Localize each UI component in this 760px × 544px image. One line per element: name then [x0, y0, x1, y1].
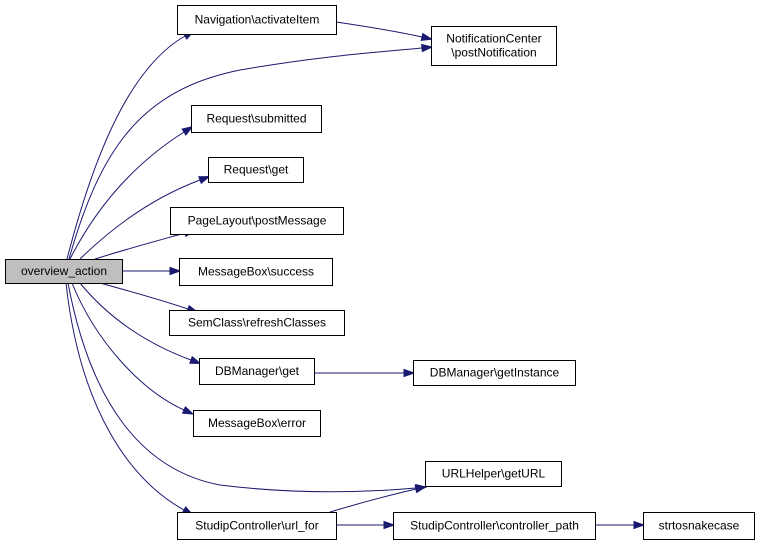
node-box	[170, 207, 344, 235]
node-nav-activate[interactable]: Navigation\activateItem	[177, 5, 337, 35]
node-box	[425, 461, 562, 487]
edge-line	[69, 131, 185, 260]
edge-overview-action-to-dbmanager-get	[79, 282, 202, 364]
node-strtosnake[interactable]: strtosnakecase	[643, 512, 755, 540]
node-box	[208, 157, 304, 183]
node-dbmanager-get[interactable]: DBManager\get	[199, 358, 315, 385]
node-label: Request\submitted	[206, 112, 306, 126]
node-box	[179, 258, 333, 286]
node-label: DBManager\get	[215, 364, 300, 378]
arrowhead-icon	[383, 520, 396, 530]
node-box	[177, 512, 337, 540]
arrowhead-icon	[414, 485, 428, 494]
node-req-submitted[interactable]: Request\submitted	[191, 105, 322, 133]
node-box	[191, 105, 322, 133]
node-label: SemClass\refreshClasses	[188, 316, 326, 330]
arrowhead-icon	[420, 32, 434, 41]
arrowhead-icon	[198, 175, 211, 185]
node-box	[169, 310, 345, 336]
arrowhead-icon	[169, 266, 182, 276]
node-label: URLHelper\getURL	[442, 467, 546, 481]
arrowhead-icon	[633, 520, 646, 530]
node-notif-post[interactable]: NotificationCenter\postNotification	[431, 26, 557, 66]
edge-line	[329, 488, 417, 513]
arrowhead-icon	[181, 405, 195, 415]
node-label: DBManager\getInstance	[430, 366, 560, 380]
arrowhead-icon	[403, 368, 416, 378]
node-box	[5, 259, 123, 284]
edge-nav-activate-to-notif-post	[335, 21, 434, 41]
node-label: StudipController\url_for	[195, 519, 318, 533]
node-box	[193, 410, 321, 437]
edge-overview-action-to-msgbox-success	[122, 266, 182, 276]
node-pagelayout-post[interactable]: PageLayout\postMessage	[170, 207, 344, 235]
node-dbmanager-instance[interactable]: DBManager\getInstance	[413, 360, 576, 386]
node-box	[177, 5, 337, 35]
node-box	[413, 360, 576, 386]
node-label: strtosnakecase	[659, 519, 740, 533]
node-label: Request\get	[224, 163, 289, 177]
node-semclass-refresh[interactable]: SemClass\refreshClasses	[169, 310, 345, 336]
edge-overview-action-to-req-get	[79, 175, 211, 260]
edge-studip-ctrlpath-to-strtosnake	[595, 520, 646, 530]
node-label: MessageBox\success	[198, 265, 314, 279]
edge-line	[99, 282, 189, 310]
edge-studip-urlfor-to-studip-ctrlpath	[336, 520, 396, 530]
node-msgbox-success[interactable]: MessageBox\success	[179, 258, 333, 286]
node-msgbox-error[interactable]: MessageBox\error	[193, 410, 321, 437]
node-box	[643, 512, 755, 540]
edges-layer	[65, 21, 646, 530]
edge-line	[68, 47, 423, 260]
arrowhead-icon	[189, 355, 202, 364]
edge-overview-action-to-req-submitted	[69, 125, 194, 260]
edge-line	[71, 282, 185, 411]
edge-line	[67, 282, 417, 493]
edge-line	[94, 232, 186, 260]
edge-line	[79, 179, 201, 260]
node-label: \postNotification	[451, 46, 536, 60]
node-studip-urlfor[interactable]: StudipController\url_for	[177, 512, 337, 540]
edge-overview-action-to-notif-post	[68, 43, 434, 260]
node-req-get[interactable]: Request\get	[208, 157, 304, 183]
edge-overview-action-to-msgbox-error	[71, 282, 195, 415]
edge-line	[65, 282, 185, 511]
edge-overview-action-to-semclass-refresh	[99, 282, 199, 313]
arrowhead-icon	[421, 43, 434, 53]
node-box	[431, 26, 557, 66]
nodes-layer: overview_action Navigation\activateItemNo…	[5, 5, 755, 540]
node-overview-action[interactable]: overview_action	[5, 259, 123, 284]
node-label: StudipController\controller_path	[410, 519, 579, 533]
node-studip-ctrlpath[interactable]: StudipController\controller_path	[393, 512, 596, 540]
node-label: PageLayout\postMessage	[188, 214, 327, 228]
edge-line	[66, 35, 186, 260]
node-label: NotificationCenter	[446, 32, 541, 46]
edge-dbmanager-get-to-dbmanager-instance	[314, 368, 416, 378]
node-box	[199, 358, 315, 385]
edge-studip-urlfor-to-urlhelper-geturl	[329, 485, 428, 513]
node-box	[393, 512, 596, 540]
node-urlhelper-geturl[interactable]: URLHelper\getURL	[425, 461, 562, 487]
node-label: overview_action	[21, 264, 107, 278]
edge-line	[79, 282, 192, 361]
arrowhead-icon	[181, 125, 194, 136]
edge-line	[335, 21, 423, 38]
node-label: Navigation\activateItem	[195, 13, 320, 27]
node-label: MessageBox\error	[208, 416, 306, 430]
